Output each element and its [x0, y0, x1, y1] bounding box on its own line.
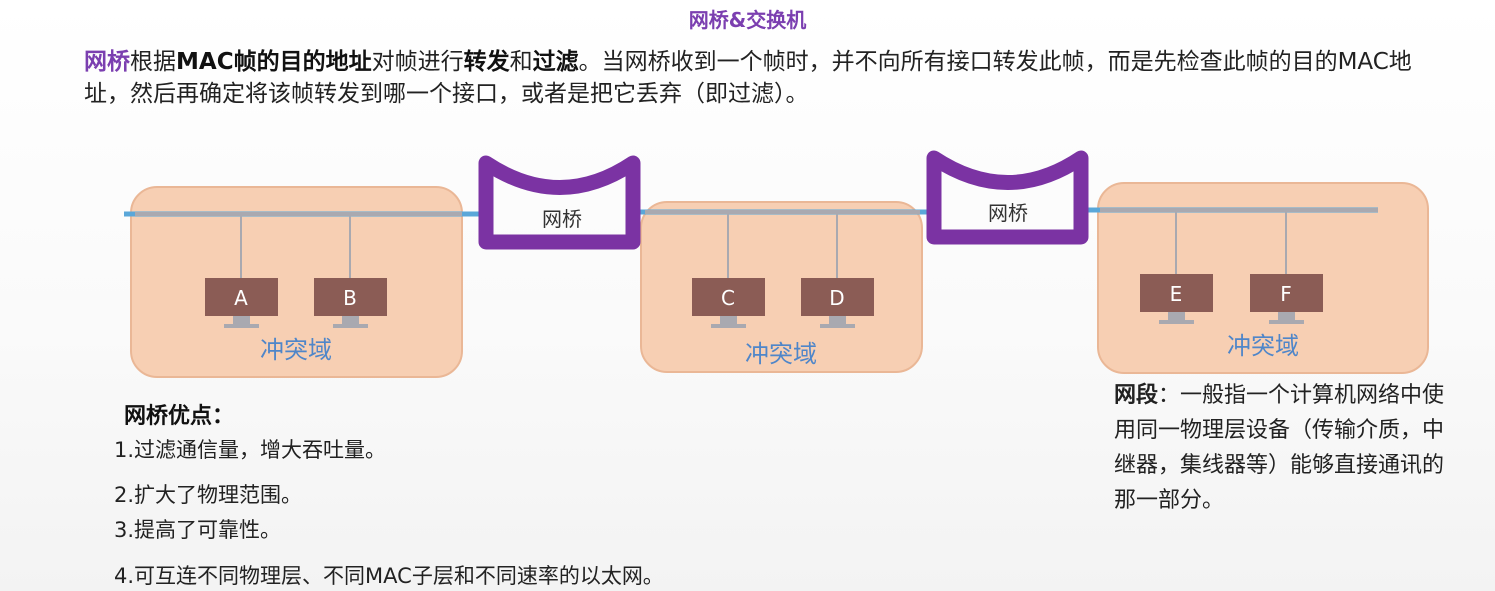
intro-term-filter: 过滤	[532, 49, 579, 75]
host-label-c: C	[721, 286, 735, 310]
collision-domain-1	[130, 186, 463, 378]
segment-text: ：一般指一个计算机网络中使用同一物理层设备（传输介质，中继器，集线器等）能够直接…	[1114, 383, 1445, 513]
segment-term: 网段	[1114, 383, 1159, 408]
advantage-item-3: 3.提高了可靠性。	[114, 518, 282, 542]
intro-text-3: 和	[509, 49, 533, 75]
bridge-icon-2	[926, 150, 1089, 245]
collision-domain-label-2: 冲突域	[745, 340, 817, 368]
host-label-e: E	[1170, 282, 1183, 306]
intro-text-1: 根据	[130, 49, 176, 75]
intro-text-4: 。当网桥收到一个帧时，并不向所有接口转发此帧，而是先检查此帧的目的MAC地址，然…	[84, 49, 1412, 107]
collision-domain-2	[640, 201, 923, 373]
collision-domain-label-1: 冲突域	[260, 336, 332, 364]
host-d: D	[801, 212, 874, 328]
host-c: C	[692, 212, 765, 328]
intro-term-mac: MAC帧的目的地址	[176, 49, 372, 75]
intro-term-forward: 转发	[463, 49, 510, 75]
bridge-icon-1	[478, 155, 641, 250]
advantages-title: 网桥优点：	[124, 404, 235, 429]
intro-text-2: 对帧进行	[371, 49, 464, 75]
intro-paragraph: 网桥根据MAC帧的目的地址对帧进行转发和过滤。当网桥收到一个帧时，并不向所有接口…	[84, 46, 1444, 110]
host-b: B	[314, 214, 387, 328]
advantage-item-2: 2.扩大了物理范围。	[114, 483, 303, 507]
advantage-item-1: 1.过滤通信量，增大吞吐量。	[114, 438, 387, 462]
host-label-a: A	[234, 286, 248, 310]
collision-domain-label-3: 冲突域	[1227, 332, 1299, 360]
host-label-f: F	[1280, 282, 1292, 306]
advantage-item-4: 4.可互连不同物理层、不同MAC子层和不同速率的以太网。	[114, 564, 664, 588]
host-f: F	[1250, 210, 1323, 324]
intro-term-bridge: 网桥	[84, 49, 130, 75]
host-e: E	[1140, 210, 1213, 324]
slide-title: 网桥&交换机	[688, 8, 807, 32]
host-a: A	[205, 214, 278, 328]
bridge-label-2: 网桥	[988, 201, 1028, 225]
host-label-d: D	[829, 286, 844, 310]
segment-definition: 网段：一般指一个计算机网络中使用同一物理层设备（传输介质，中继器，集线器等）能够…	[1114, 378, 1459, 518]
host-label-b: B	[343, 286, 357, 310]
bridge-label-1: 网桥	[542, 207, 582, 231]
